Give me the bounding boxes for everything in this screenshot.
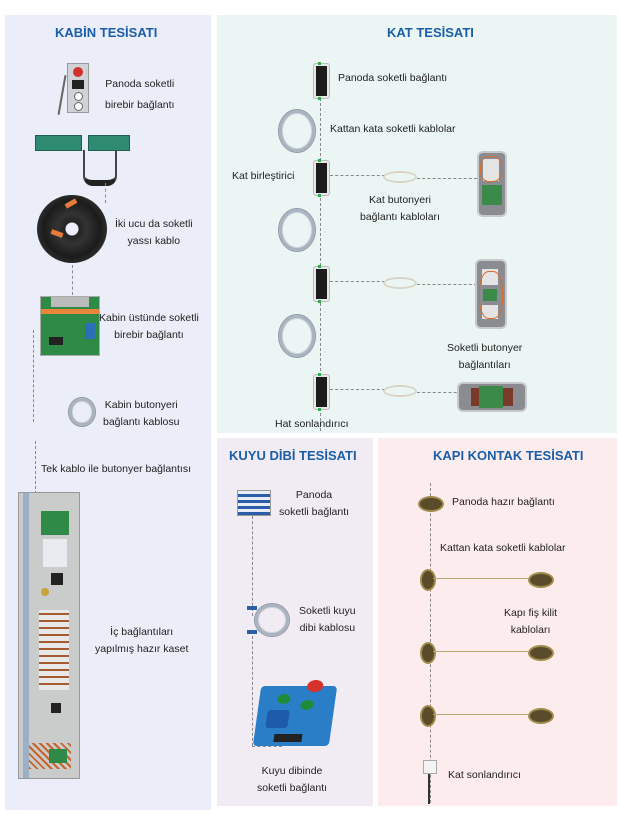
connection-line — [330, 389, 385, 390]
pit-panel-connector-image — [237, 490, 271, 516]
landing-button-panel-image — [477, 151, 507, 217]
car-top-pcb-image — [40, 296, 100, 356]
kat-panoda-label: Panoda soketli bağlantı — [338, 72, 448, 84]
terminal-board-image — [35, 135, 82, 151]
connection-line — [417, 284, 477, 285]
panel-connector-image — [314, 62, 329, 100]
connection-line — [433, 714, 528, 715]
door-cable-bundle-image — [420, 569, 436, 591]
car-button-cable-coil-image — [69, 398, 95, 426]
kattan-label: Kattan kata soketli kablolar — [330, 123, 456, 135]
pit-stop-box-image — [252, 680, 338, 746]
terminal-board-image — [88, 135, 130, 151]
button-cable-image — [383, 385, 417, 397]
main-line — [320, 63, 321, 431]
cable-image — [428, 774, 430, 804]
connection-line — [252, 746, 282, 747]
button-cable-image — [383, 171, 417, 183]
floor-cable-coil-image — [279, 110, 315, 152]
door-lock-cable-image — [528, 645, 554, 661]
plug-icon — [247, 630, 257, 634]
panel-ready-connector-image — [418, 496, 444, 512]
connection-line — [417, 392, 462, 393]
door-lock-cable-image — [528, 708, 554, 724]
connection-line — [252, 516, 253, 616]
kabin-title: KABİN TESİSATI — [55, 25, 158, 40]
flat-cable-reel-image — [37, 195, 107, 263]
kat-tesisati-panel: KAT TESİSATI Panoda soketli bağlantı Kat… — [217, 15, 617, 433]
connection-line — [417, 178, 477, 179]
connection-line — [433, 578, 528, 579]
floor-terminator-image — [423, 760, 437, 774]
line-terminator-image — [314, 373, 329, 411]
kapi-sonlandirici-label: Kat sonlandırıcı — [448, 769, 521, 781]
plug-icon — [247, 606, 257, 610]
connection-line — [330, 281, 385, 282]
floor-cable-coil-image — [279, 315, 315, 357]
cable-image — [57, 75, 67, 115]
kuyu-title: KUYU DİBİ TESİSATI — [229, 448, 357, 463]
door-cable-bundle-image — [420, 642, 436, 664]
floor-joiner-image — [314, 265, 329, 303]
connection-line — [433, 651, 528, 652]
pit-cable-coil-image — [255, 604, 289, 636]
door-cable-bundle-image — [420, 705, 436, 727]
connection-line — [33, 330, 34, 422]
prewired-cassette-image — [18, 492, 80, 779]
floor-cable-coil-image — [279, 209, 315, 251]
kapi-panoda-label: Panoda hazır bağlantı — [452, 496, 555, 508]
connection-line — [330, 175, 385, 176]
button-cable-image — [383, 277, 417, 289]
connection-line — [105, 183, 106, 203]
tek-kablo-label: Tek kablo ile butonyer bağlantısı — [41, 463, 192, 475]
birlestirici-label: Kat birleştirici — [232, 170, 295, 182]
control-pendant-image — [67, 63, 89, 113]
kapi-title: KAPI KONTAK TESİSATI — [433, 448, 584, 463]
kat-title: KAT TESİSATI — [387, 25, 474, 40]
wire-bundle-image — [83, 150, 117, 186]
door-lock-cable-image — [528, 572, 554, 588]
connection-line — [72, 265, 73, 295]
connection-line — [252, 636, 253, 746]
kapi-kontak-tesisati-panel: KAPI KONTAK TESİSATI Panoda hazır bağlan… — [378, 438, 617, 806]
kapi-kattan-label: Kattan kata soketli kablolar — [440, 542, 566, 554]
landing-button-panel-image — [475, 259, 507, 329]
landing-button-panel-horizontal-image — [457, 382, 527, 412]
floor-joiner-image — [314, 159, 329, 197]
hat-sonlandirici-label: Hat sonlandırıcı — [275, 418, 349, 430]
connection-line — [35, 441, 36, 509]
